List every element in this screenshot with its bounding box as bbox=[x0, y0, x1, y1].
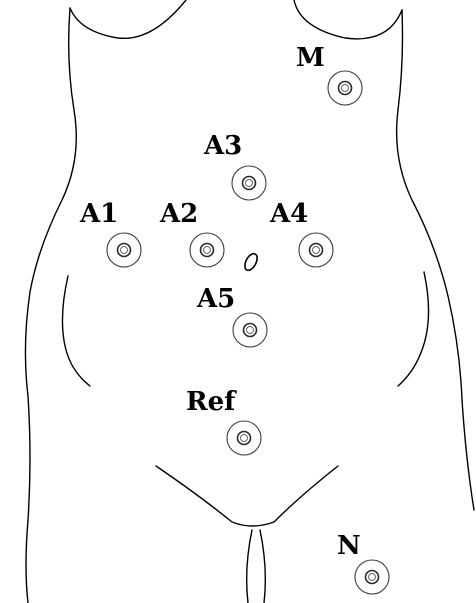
electrode-core bbox=[243, 177, 256, 190]
electrode-a2: A2 bbox=[159, 199, 224, 267]
electrode-ref: Ref bbox=[186, 387, 261, 455]
electrode-ring bbox=[299, 233, 333, 267]
electrode-ring bbox=[355, 560, 389, 594]
electrode-ring bbox=[232, 166, 266, 200]
electrode-center bbox=[247, 327, 254, 334]
electrode-center bbox=[342, 85, 349, 92]
electrode-ring bbox=[190, 233, 224, 267]
electrode-core bbox=[238, 432, 251, 445]
torso-outline bbox=[25, 0, 474, 603]
electrode-a4: A4 bbox=[269, 199, 333, 267]
electrode-label-a2: A2 bbox=[159, 199, 198, 229]
electrode-label-a4: A4 bbox=[269, 199, 308, 229]
electrode-n: N bbox=[337, 531, 389, 594]
right-chest-contour bbox=[294, 0, 402, 39]
electrode-label-n: N bbox=[337, 531, 361, 561]
groin-contour bbox=[156, 466, 338, 526]
electrode-core bbox=[310, 244, 323, 257]
electrode-core bbox=[339, 82, 352, 95]
right-inner-contour bbox=[398, 272, 429, 386]
electrode-core bbox=[118, 244, 131, 257]
electrode-a3: A3 bbox=[203, 131, 266, 200]
electrode-label-a3: A3 bbox=[203, 131, 242, 161]
right-waist-contour bbox=[397, 10, 474, 510]
electrode-ring bbox=[233, 313, 267, 347]
navel bbox=[242, 252, 259, 273]
left-thigh-contour bbox=[247, 530, 252, 603]
electrode-core bbox=[366, 571, 379, 584]
electrode-a1: A1 bbox=[79, 199, 141, 267]
electrode-label-ref: Ref bbox=[186, 387, 237, 417]
electrode-core bbox=[244, 324, 257, 337]
electrode-center bbox=[246, 180, 253, 187]
electrode-a5: A5 bbox=[196, 284, 267, 347]
electrode-ring bbox=[107, 233, 141, 267]
electrode-label-a1: A1 bbox=[79, 199, 118, 229]
electrode-center bbox=[313, 247, 320, 254]
left-inner-contour bbox=[62, 276, 90, 386]
left-chest-contour bbox=[70, 0, 186, 38]
left-waist-contour bbox=[25, 8, 76, 603]
electrode-center bbox=[121, 247, 128, 254]
electrode-ring bbox=[227, 421, 261, 455]
electrode-core bbox=[201, 244, 214, 257]
electrode-center bbox=[241, 435, 248, 442]
electrode-center bbox=[369, 574, 376, 581]
electrode-m: M bbox=[296, 43, 362, 105]
electrode-center bbox=[204, 247, 211, 254]
right-thigh-contour bbox=[260, 530, 265, 603]
electrode-label-m: M bbox=[296, 43, 325, 73]
electrode-label-a5: A5 bbox=[196, 284, 235, 314]
electrode-ring bbox=[328, 71, 362, 105]
